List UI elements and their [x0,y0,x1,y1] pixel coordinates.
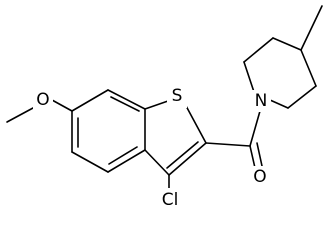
bond-pip-6 [269,99,289,109]
bond-thio-c3-c3a [144,149,170,176]
bond-pip-2 [243,37,274,63]
bond-carbonyl-n [249,110,261,147]
bond-pip-5 [287,85,317,109]
bond-thio-c7a-s [144,100,169,110]
bond-pip-4 [300,49,317,87]
atom-cl: Cl [162,190,179,210]
bond-thio-c2-c3 [168,142,207,176]
structure-diagram: O S Cl O N [6,5,323,212]
bond-thio-s-c2 [184,103,207,144]
bond-o-aromatic [51,99,73,112]
atom-n: N [255,91,268,111]
bond-pip-3 [272,37,302,51]
bond-pip-methyl [300,5,323,51]
bond-benz-2 [71,151,109,173]
atom-o-carbonyl: O [253,167,266,187]
bond-benz-5 [107,89,146,110]
bond-benz-dbl-2 [108,146,138,165]
bonds [6,5,323,193]
bond-carbonyl-o-2 [256,142,263,167]
bond-methyl-o [6,107,34,123]
bond-carbonyl-o-1 [249,145,256,169]
atom-s: S [172,86,183,106]
bond-benz-3 [107,149,146,173]
bond-benz-6 [71,89,109,112]
bond-pip-1 [243,61,255,93]
atom-o-methoxy: O [36,90,49,110]
bond-benz-dbl-3 [110,96,140,112]
atom-labels: O S Cl O N [33,86,271,212]
bond-thio-c2-c3-dbl [166,141,199,169]
molecule-canvas: O S Cl O N [6,5,323,212]
bond-c2-carbonyl [205,142,251,147]
